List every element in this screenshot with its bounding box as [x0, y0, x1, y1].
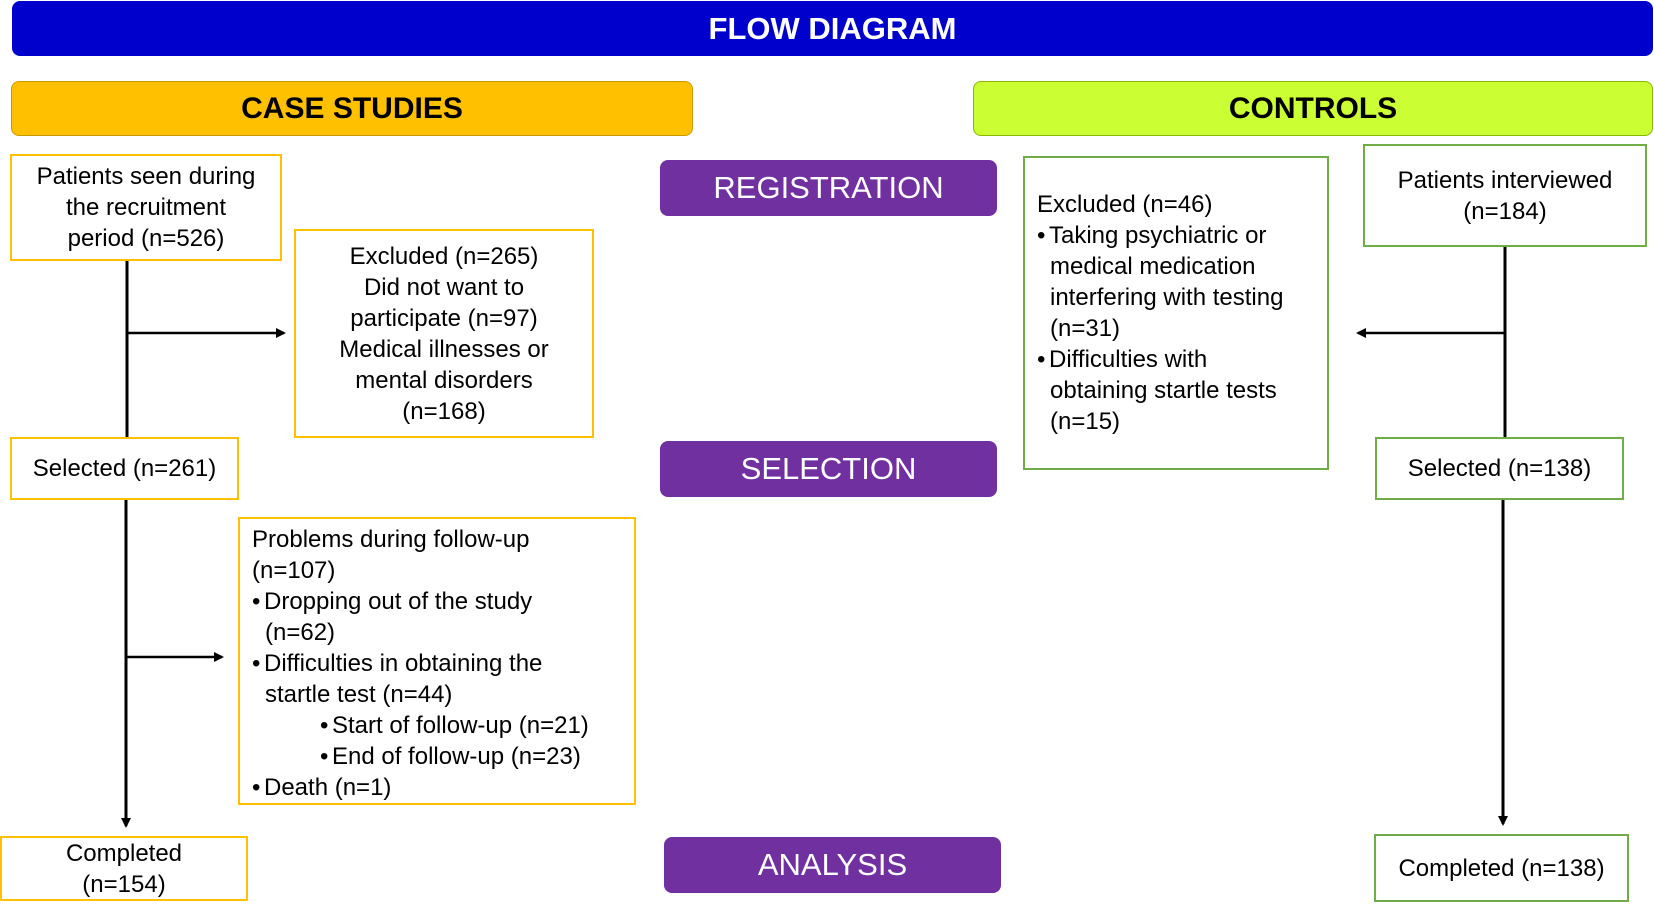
page-title: FLOW DIAGRAM	[708, 10, 957, 46]
phase-registration-label: REGISTRATION	[713, 170, 944, 205]
phase-registration: REGISTRATION	[660, 160, 997, 216]
case-excluded-line: Did not want to	[363, 273, 525, 301]
case-excluded-line: Medical illnesses or	[339, 335, 549, 363]
controls-excluded-item: Difficulties with	[1049, 346, 1208, 373]
controls-selected-label: Selected (n=138)	[1407, 455, 1592, 482]
controls-selected-box: Selected (n=138)	[1375, 437, 1624, 500]
problems-item: Death (n=1)	[264, 774, 392, 801]
controls-excluded-item-cont: (n=31)	[1050, 315, 1121, 342]
controls-interviewed-box: Patients interviewed (n=184)	[1363, 144, 1647, 247]
controls-excluded-item-cont: obtaining startle tests	[1050, 377, 1277, 404]
controls-interviewed-line: (n=184)	[1463, 197, 1547, 225]
case-seen-line: period (n=526)	[67, 225, 225, 252]
problems-item-cont: (n=62)	[265, 619, 336, 646]
case-seen-box: Patients seen during the recruitment per…	[10, 154, 282, 261]
case-selected-label: Selected (n=261)	[32, 455, 217, 482]
case-excluded-line: Excluded (n=265)	[349, 242, 539, 270]
title-banner: FLOW DIAGRAM	[12, 1, 1653, 56]
controls-interviewed-line: Patients interviewed	[1397, 166, 1613, 194]
bullet: •	[1037, 346, 1046, 373]
problems-item-cont: startle test (n=44)	[265, 681, 453, 708]
case-studies-label: CASE STUDIES	[241, 91, 463, 125]
bullet: •	[1037, 222, 1046, 249]
bullet: •	[252, 650, 261, 677]
problems-item: Difficulties in obtaining the	[264, 650, 543, 677]
controls-label: CONTROLS	[1228, 91, 1398, 125]
case-seen-line: the recruitment	[65, 194, 227, 221]
controls-completed-label: Completed (n=138)	[1398, 854, 1605, 882]
controls-excluded-item: Taking psychiatric or	[1049, 222, 1267, 249]
phase-analysis-label: ANALYSIS	[757, 847, 908, 882]
problems-title: Problems during follow-up	[252, 526, 530, 553]
controls-completed-box: Completed (n=138)	[1374, 834, 1629, 902]
controls-excluded-title: Excluded (n=46)	[1037, 191, 1213, 218]
controls-excluded-box: Excluded (n=46) •Taking psychiatric or m…	[1023, 156, 1329, 470]
problems-subitem: End of follow-up (n=23)	[332, 743, 581, 770]
case-studies-header: CASE STUDIES	[11, 81, 693, 136]
bullet: •	[320, 712, 329, 739]
case-selected-box: Selected (n=261)	[10, 437, 239, 500]
phase-selection-label: SELECTION	[740, 451, 917, 486]
phase-analysis: ANALYSIS	[664, 837, 1001, 893]
case-problems-box: Problems during follow-up (n=107) •Dropp…	[238, 517, 636, 805]
case-seen-line: Patients seen during	[36, 163, 256, 190]
phase-selection: SELECTION	[660, 441, 997, 497]
controls-excluded-item-cont: interfering with testing	[1050, 284, 1284, 311]
case-completed-line: (n=154)	[82, 870, 166, 898]
case-completed-box: Completed (n=154)	[0, 836, 248, 901]
bullet: •	[320, 743, 329, 770]
controls-header: CONTROLS	[973, 81, 1653, 136]
bullet: •	[252, 588, 261, 615]
problems-subitem: Start of follow-up (n=21)	[332, 712, 589, 739]
bullet: •	[252, 774, 261, 801]
controls-excluded-item-cont: medical medication	[1050, 253, 1256, 280]
problems-item: Dropping out of the study	[264, 588, 533, 615]
controls-excluded-item-cont: (n=15)	[1050, 408, 1121, 435]
problems-title: (n=107)	[252, 557, 336, 584]
case-excluded-line: mental disorders	[355, 366, 533, 394]
case-excluded-box: Excluded (n=265) Did not want to partici…	[294, 229, 594, 438]
case-excluded-line: (n=168)	[402, 397, 486, 425]
case-completed-line: Completed	[65, 839, 183, 867]
case-excluded-line: participate (n=97)	[350, 304, 538, 332]
